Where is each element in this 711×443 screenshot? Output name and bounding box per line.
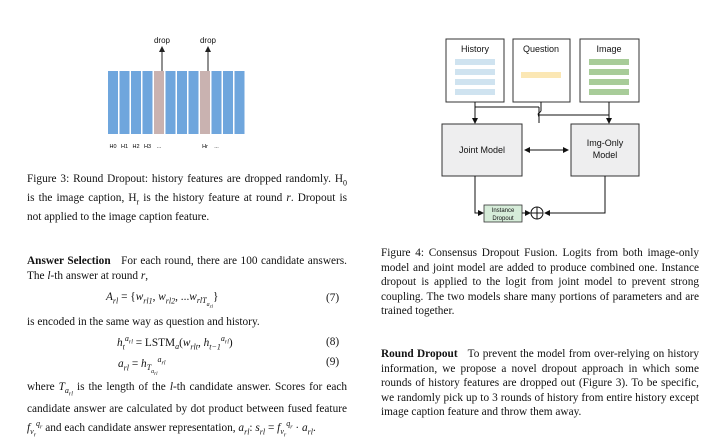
history-feature-bar: [200, 71, 210, 134]
history-feature-bar: [131, 71, 141, 134]
history-bar-label: H0: [109, 144, 116, 150]
history-box-label: History: [461, 44, 490, 54]
instance-dropout-label-2: Dropout: [492, 216, 514, 222]
drop-label-1: drop: [154, 36, 171, 45]
history-feature-bar: [142, 71, 153, 134]
img-only-model-box: [570, 123, 640, 177]
question-box: [512, 38, 571, 103]
equation-8-number: (8): [326, 336, 340, 348]
history-feature-bar: [108, 71, 118, 134]
history-bar-label: H1: [121, 144, 128, 150]
image-box-label: Image: [596, 44, 621, 54]
history-feature-bar: [177, 71, 187, 134]
history-bar-label: Hr: [202, 144, 208, 150]
figure3-diagram: drop drop H0 H1 H2 H3... Hr...: [108, 36, 245, 150]
equation-7-number: (7): [326, 292, 340, 304]
history-feature-bar: [188, 71, 199, 134]
figure3-caption: Figure 3: Round Dropout: history feature…: [27, 173, 347, 223]
answer-selection-heading: Answer Selection: [27, 255, 111, 267]
img-only-label-2: Model: [593, 150, 618, 160]
instance-dropout-label-1: Instance: [492, 208, 515, 214]
history-bar-label: H3: [144, 144, 151, 150]
encoded-text: is encoded in the same way as question a…: [27, 316, 260, 328]
round-dropout-heading: Round Dropout: [381, 348, 458, 360]
img-only-label-1: Img-Only: [587, 138, 624, 148]
equation-8: htarl = LSTMa(wrlt, ht−1arl): [117, 334, 233, 352]
history-bar-label: ...: [157, 144, 162, 150]
equation-9-number: (9): [326, 356, 340, 368]
equation-9: arl = hTarlarl: [118, 355, 166, 377]
history-bar-label: ...: [214, 144, 219, 150]
history-feature-bar: [154, 71, 164, 134]
history-feature-bar: [223, 71, 233, 134]
history-feature-bar: [211, 71, 222, 134]
joint-model-label: Joint Model: [459, 145, 505, 155]
question-box-label: Question: [523, 44, 559, 54]
answer-selection-intro: Answer Selection For each round, there a…: [27, 255, 347, 282]
drop-label-2: drop: [200, 36, 217, 45]
history-feature-bar: [234, 71, 245, 134]
figure4-diagram: History Question Image Joint Model Img-O…: [441, 38, 640, 223]
round-dropout-paragraph: Round Dropout To prevent the model from …: [381, 347, 699, 420]
answer-closing: where Tarl is the length of the l-th can…: [27, 381, 348, 439]
round-dropout-text: To prevent the model from over-relying o…: [381, 348, 700, 418]
history-bar-label: H2: [132, 144, 139, 150]
history-feature-bar: [119, 71, 130, 134]
joint-model-box: [441, 123, 523, 177]
figure4-caption: Figure 4: Consensus Dropout Fusion. Logi…: [381, 247, 699, 317]
history-feature-bar: [165, 71, 176, 134]
equation-7: Arl = {wrl1, wrl2, ...wrlTarl}: [106, 291, 219, 311]
